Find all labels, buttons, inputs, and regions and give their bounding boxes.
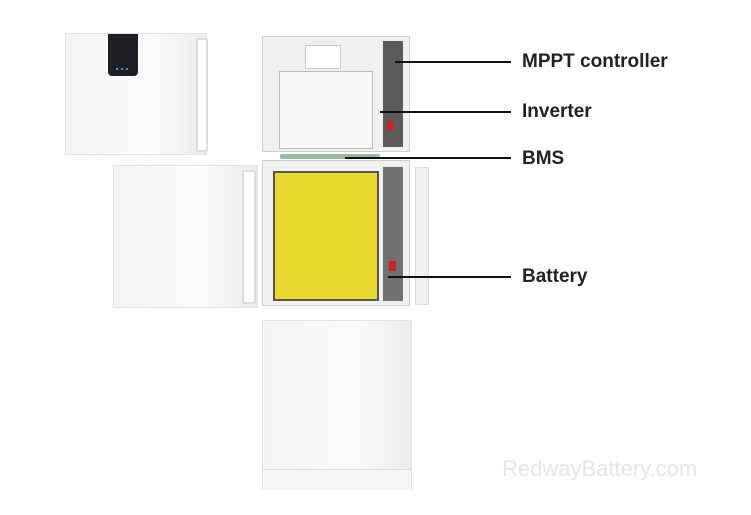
battery-cells [273,171,379,301]
battery-module-open [262,160,410,306]
mppt-board [305,45,341,69]
side-handle [242,170,256,304]
inverter-front-cover [65,33,208,155]
label-bms: BMS [522,148,565,169]
base-cabinet [262,320,412,490]
leader-line-mppt [395,61,511,63]
leader-line-battery [388,276,511,278]
label-battery: Battery [522,266,588,287]
base-foot [263,469,411,490]
leader-line-bms [345,157,511,159]
inverter-module-open [262,36,410,152]
display-screen [108,34,138,76]
label-inverter: Inverter [522,101,592,122]
battery-side-wiring [383,167,403,301]
bms-board [280,154,380,159]
battery-front-cover [113,165,258,308]
side-handle [196,38,208,152]
watermark: RedwayBattery.com [502,456,698,481]
side-panel [415,167,429,305]
red-connector [389,261,396,271]
label-mppt-controller: MPPT controller [522,51,668,72]
inverter-board [279,71,373,149]
led-indicators [116,68,130,70]
side-components [383,41,403,147]
leader-line-inverter [380,111,511,113]
red-switch [387,121,394,130]
